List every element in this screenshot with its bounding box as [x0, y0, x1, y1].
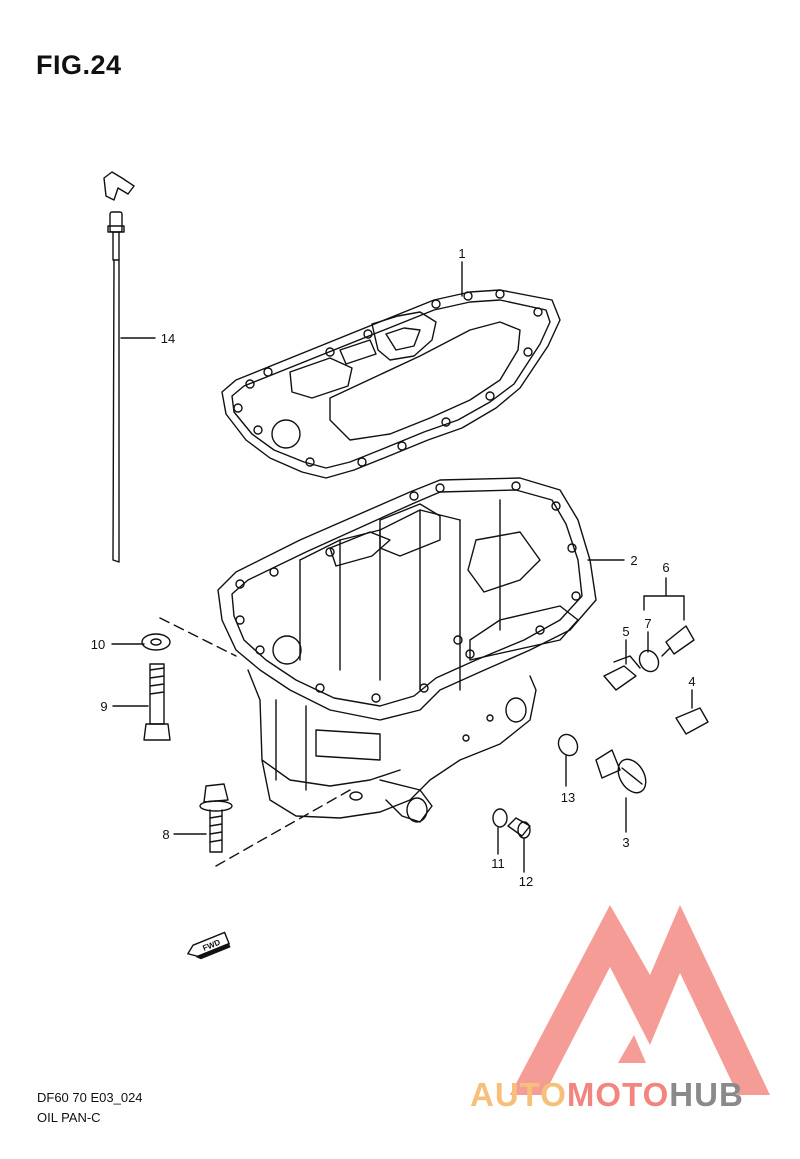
long-bolt-part	[143, 663, 171, 741]
figure-title: FIG.24	[36, 50, 122, 80]
drain-gasket-part	[492, 808, 508, 828]
oil-pan-gasket	[221, 289, 561, 479]
diagram-code: DF60 70 E03_024	[37, 1090, 143, 1105]
o-ring-part	[638, 649, 660, 673]
flange-bolt-part	[199, 783, 233, 853]
assembly-dashed-lines	[159, 617, 351, 867]
dipstick-part	[103, 171, 135, 563]
logo-word-hub: HUB	[669, 1076, 744, 1113]
oil-pan-body	[217, 477, 597, 823]
callout-8: 8	[162, 827, 169, 842]
screw-plug-part	[675, 707, 709, 735]
logo-wordmark: AUTOMOTOHUB	[470, 1076, 744, 1114]
sensor-plug-part	[661, 625, 695, 657]
large-drain-plug-part	[595, 749, 647, 794]
callout-11: 11	[491, 856, 505, 871]
callout-7: 7	[644, 616, 651, 631]
logo-triangle-icon	[510, 905, 770, 1095]
callout-14: 14	[161, 331, 175, 346]
drain-bolt-part	[507, 817, 531, 839]
logo-word-auto: AUTO	[470, 1076, 567, 1113]
callout-12: 12	[519, 874, 533, 889]
diagram-name: OIL PAN-C	[37, 1110, 101, 1125]
callout-4: 4	[688, 674, 695, 689]
small-o-ring-part	[557, 733, 579, 757]
callout-6: 6	[662, 560, 669, 575]
drain-plug-part	[603, 655, 641, 691]
logo-word-moto: MOTO	[566, 1076, 670, 1113]
callout-10: 10	[91, 637, 105, 652]
callout-5: 5	[622, 624, 629, 639]
leader-lines	[111, 261, 693, 873]
callout-9: 9	[100, 699, 107, 714]
callout-2: 2	[630, 553, 637, 568]
callout-1: 1	[458, 246, 465, 261]
fwd-arrow-icon: FWD	[186, 931, 231, 960]
washer-part	[141, 633, 171, 651]
callout-3: 3	[622, 835, 629, 850]
callout-labels: 1 2 3 4 5 6 7 8 9 10 11 12 13 14	[91, 246, 696, 889]
callout-13: 13	[561, 790, 575, 805]
